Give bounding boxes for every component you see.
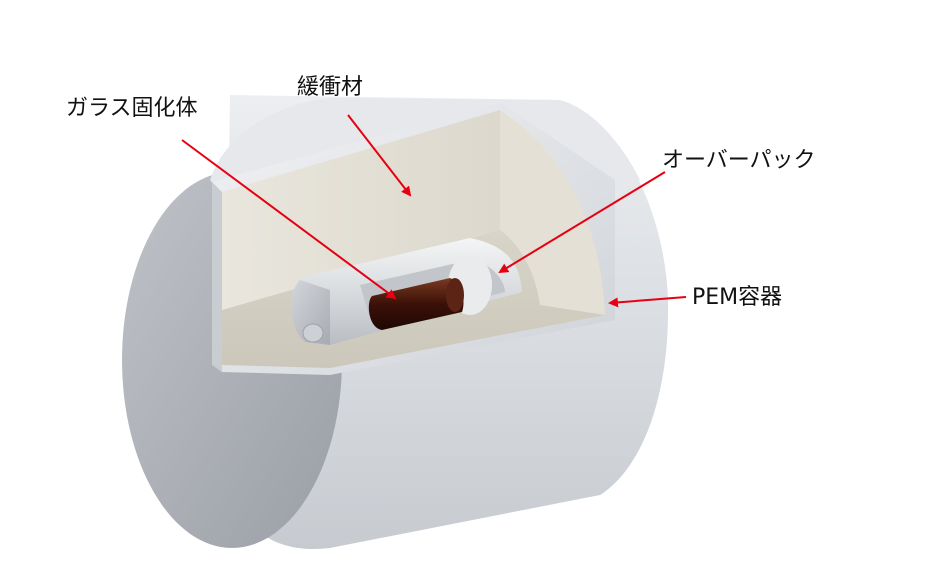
arrow-overpack — [498, 171, 666, 274]
glass-body-end — [446, 278, 464, 312]
arrow-pem — [608, 296, 687, 308]
label-buffer-material: 緩衝材 — [297, 75, 364, 100]
overpack-lug — [302, 323, 324, 343]
label-overpack: オーバーパック — [662, 148, 816, 173]
buffer-side-wall — [500, 110, 605, 315]
buffer-back-wall — [222, 110, 500, 310]
buffer-front-edge — [212, 182, 222, 372]
glass-body — [368, 278, 464, 330]
arrow-buffer — [347, 114, 412, 197]
label-pem-container: PEM容器 — [692, 285, 783, 310]
arrow-glass — [181, 139, 397, 300]
label-glass-vitrified: ガラス固化体 — [66, 96, 198, 121]
